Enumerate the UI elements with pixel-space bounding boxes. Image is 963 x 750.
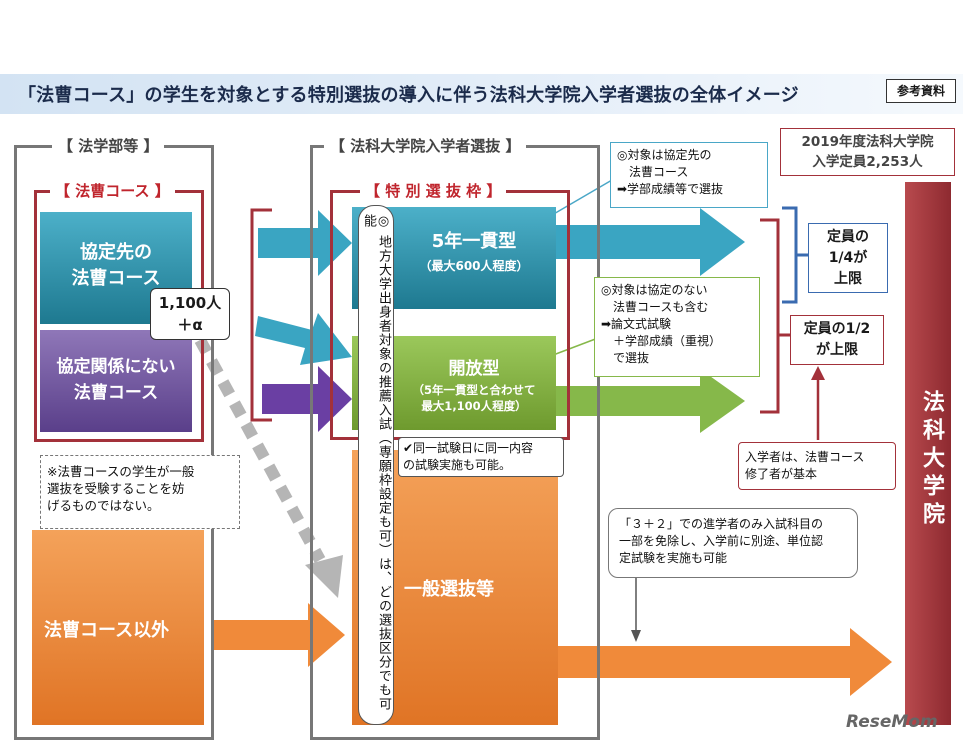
open-type-name: 開放型: [448, 359, 500, 379]
same-day-line1: ✔同一試験日に同一内容: [403, 441, 534, 455]
resemom-watermark: ReseMom: [846, 712, 938, 732]
five-year-type-name: 5年一貫型: [431, 231, 517, 252]
open-type-sub2: 最大1,100人程度）: [421, 399, 527, 413]
right-bracket-red: [760, 218, 780, 414]
title-bar: [0, 74, 963, 114]
other-course-box: 法曹コース以外: [32, 530, 204, 725]
quarter-line2: 1/4が: [828, 250, 868, 266]
open-callout-line4: ＋学部成績（重視）: [601, 334, 722, 348]
note-line3: げるものではない。: [47, 498, 160, 513]
other-course-label: 法曹コース以外: [44, 620, 170, 641]
reference-badge: 参考資料: [886, 79, 956, 103]
general-selection-label: 一般選抜等: [404, 579, 494, 600]
quarter-line1: 定員の: [827, 229, 869, 245]
open-callout-line1: ◎対象は協定のない: [601, 283, 708, 297]
law-school-label: 法科大学院: [919, 390, 944, 530]
teal-arrow-1: [258, 210, 352, 276]
entrants-line1: 入学者は、法曹コース: [745, 450, 865, 464]
law-course-label: 【 法曹コース 】: [50, 180, 175, 201]
teal-arrow-right: [552, 208, 745, 276]
three-two-line3: 定試験を実施も可能: [619, 551, 728, 565]
nonpartner-course-line2: 法曹コース: [73, 383, 159, 403]
partner-callout-line1: ◎対象は協定先の: [617, 148, 712, 162]
law-school-bar: 法科大学院: [905, 182, 951, 725]
same-day-line2: の試験実施も可能。: [403, 458, 512, 472]
capacity-box: 2019年度法科大学院 入学定員2,253人: [780, 128, 955, 176]
open-callout-line2: 法曹コースも含む: [601, 300, 709, 314]
green-arrow-right: [552, 369, 745, 433]
dashed-arrow: [194, 337, 326, 563]
partner-course-line2: 法曹コース: [71, 268, 161, 289]
special-selection-label: 【 特 別 選 抜 枠 】: [360, 180, 507, 201]
count-box: 1,100人 ＋α: [150, 288, 230, 340]
capacity-line1: 2019年度法科大学院: [801, 134, 934, 150]
entrants-note: 入学者は、法曹コース 修了者が基本: [738, 442, 896, 490]
three-two-line1: 「３＋２」での進学者のみ入試科目の: [619, 517, 824, 531]
five-year-type-sub: （最大600人程度）: [419, 259, 529, 273]
quarter-line3: 上限: [834, 271, 862, 287]
entrants-line2: 修了者が基本: [745, 467, 818, 481]
regional-recommendation-note: ◎ 地方大学出身者対象の推薦入試（専願枠設定も可）は、どの選抜区分でも可能: [358, 205, 394, 725]
open-type-sub1: （5年一貫型と合わせて: [412, 383, 536, 397]
half-line1: 定員の1/2: [803, 321, 871, 337]
partner-course-line1: 協定先の: [80, 242, 152, 263]
three-two-line2: 一部を免除し、入学前に別途、単位認: [619, 534, 824, 548]
capacity-line2: 入学定員2,253人: [812, 154, 923, 170]
count-value: 1,100人: [158, 294, 222, 312]
left-bracket: [250, 208, 272, 422]
law-faculty-label: 【 法学部等 】: [52, 135, 165, 156]
dashed-arrowhead: [305, 555, 343, 598]
open-selection-callout: ◎対象は協定のない 法曹コースも含む ➡論文式試験 ＋学部成績（重視） で選抜: [594, 277, 760, 377]
quarter-cap-box: 定員の 1/4が 上限: [808, 223, 888, 293]
half-line2: が上限: [816, 342, 858, 358]
orange-arrow-right: [553, 628, 892, 696]
purple-arrow: [262, 366, 352, 432]
regional-recommendation-text: ◎ 地方大学出身者対象の推薦入試（専願枠設定も可）は、どの選抜区分でも可能: [361, 214, 391, 712]
open-callout-line3: ➡論文式試験: [601, 317, 672, 331]
page-title: 「法曹コース」の学生を対象とする特別選抜の導入に伴う法科大学院入学者選抜の全体イ…: [18, 85, 799, 106]
note-line1: ※法曹コースの学生が一般: [47, 464, 195, 479]
same-day-note: ✔同一試験日に同一内容 の試験実施も可能。: [398, 437, 564, 477]
nonpartner-course-line1: 協定関係にない: [56, 357, 176, 377]
count-plus-alpha: ＋α: [177, 316, 203, 334]
partner-callout-line3: ➡学部成績等で選抜: [617, 182, 724, 196]
partner-callout-line2: 法曹コース: [617, 165, 689, 179]
nonpartner-course-box: 協定関係にない 法曹コース: [40, 330, 192, 432]
note-line2: 選抜を受験することを妨: [47, 481, 185, 496]
teal-arrow-2: [255, 313, 352, 365]
three-plus-two-note: 「３＋２」での進学者のみ入試科目の 一部を免除し、入学前に別途、単位認 定試験を…: [608, 508, 858, 578]
half-cap-box: 定員の1/2 が上限: [790, 315, 884, 365]
right-bracket-blue: [782, 206, 798, 304]
admission-label: 【 法科大学院入学者選抜 】: [324, 135, 527, 156]
partner-selection-callout: ◎対象は協定先の 法曹コース ➡学部成績等で選抜: [610, 142, 768, 208]
open-callout-line5: で選抜: [601, 351, 650, 365]
general-exam-note: ※法曹コースの学生が一般 選抜を受験することを妨 げるものではない。: [40, 455, 240, 529]
